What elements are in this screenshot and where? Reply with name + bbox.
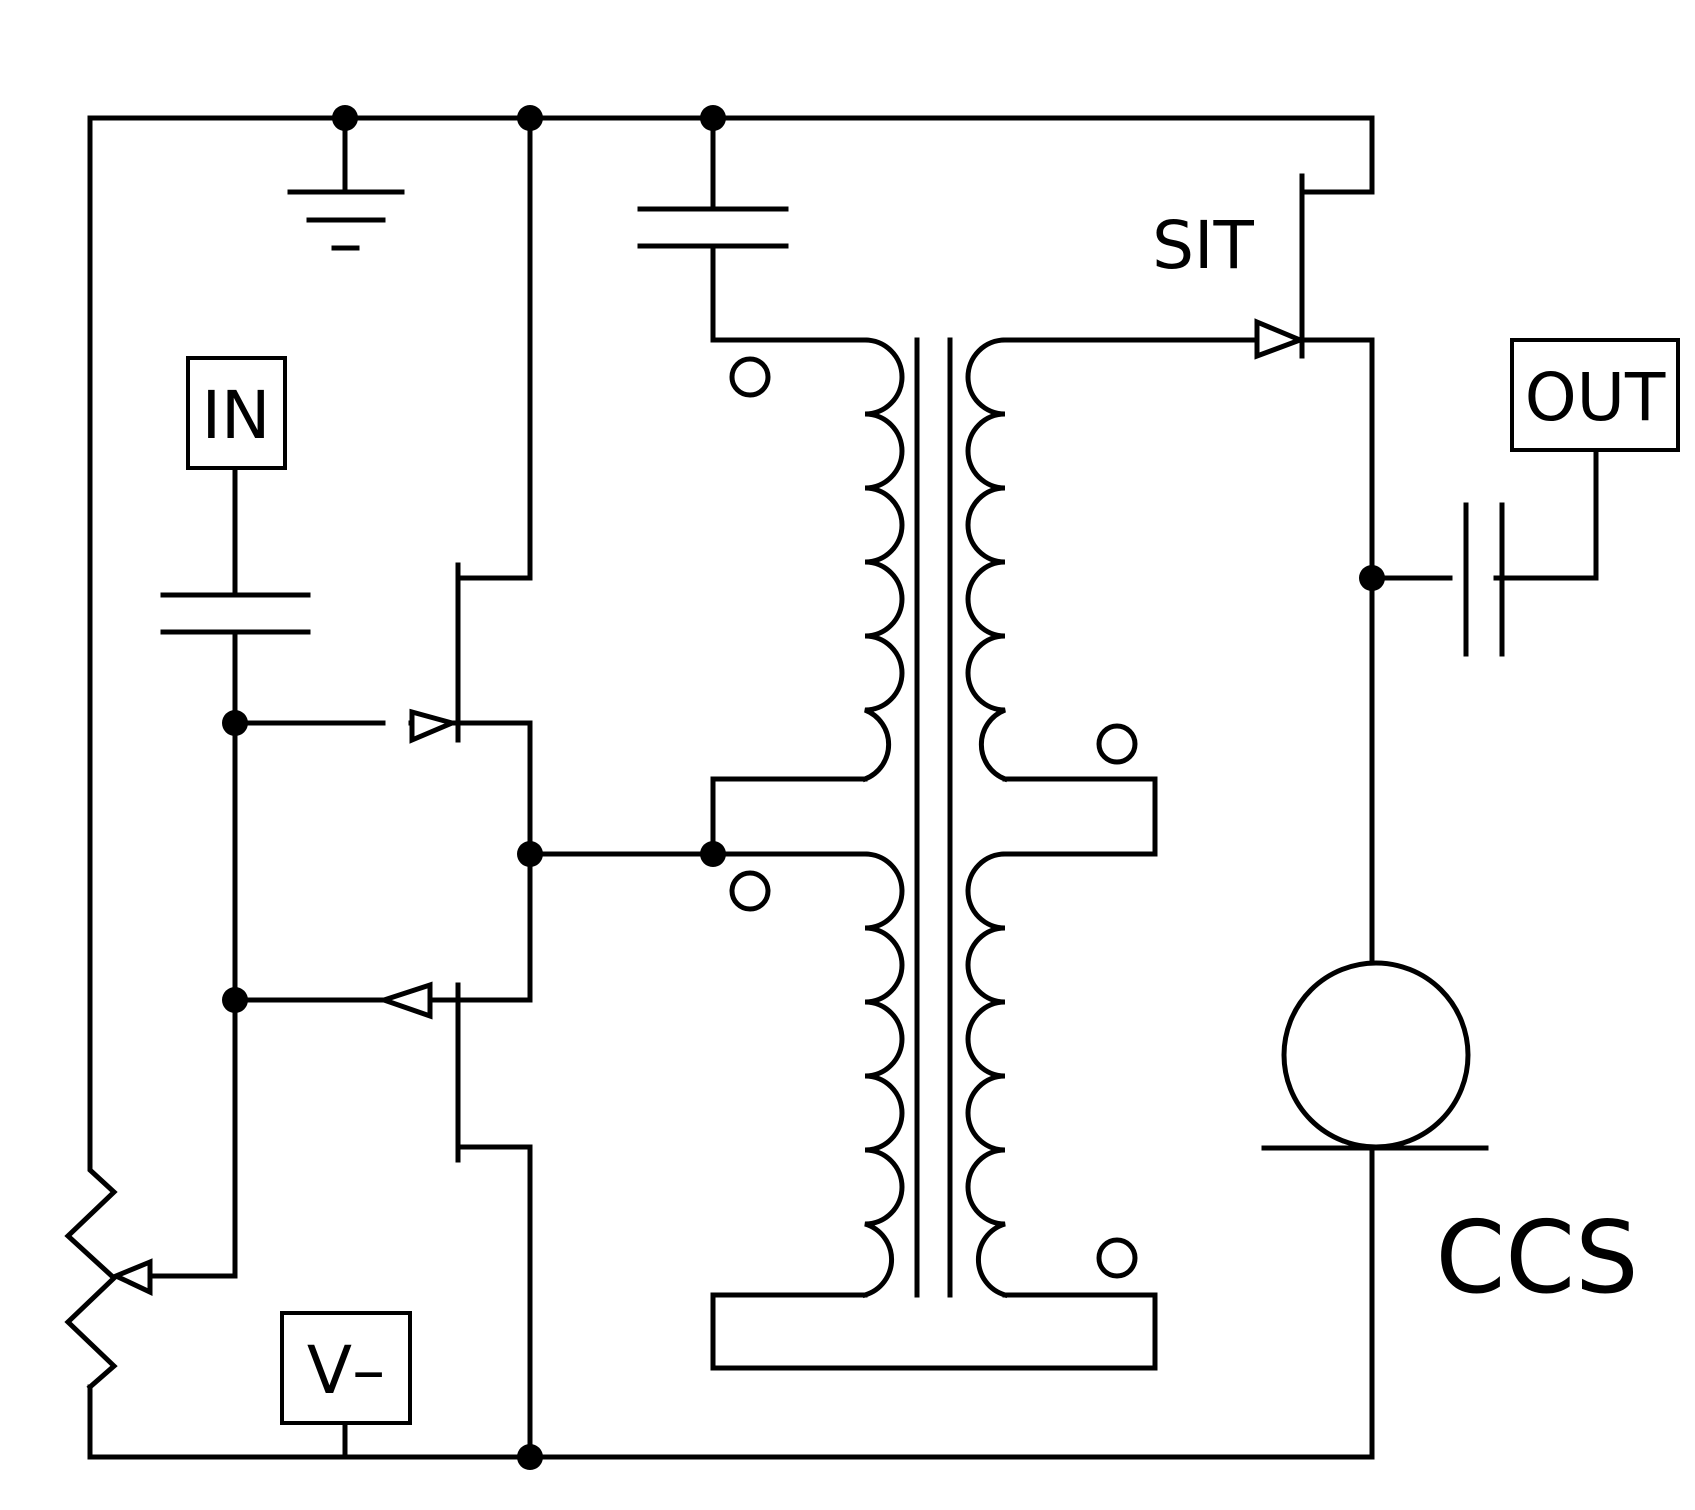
junction-dot: [517, 841, 543, 867]
junction-dot: [700, 841, 726, 867]
junction-dot: [332, 105, 358, 131]
junction-dot: [700, 105, 726, 131]
primary-upper-winding: [861, 337, 905, 783]
ground-symbol: [287, 189, 405, 251]
secondary-upper-winding: [965, 337, 1009, 783]
lower-jfet-drain-wire: [455, 1144, 533, 1460]
junction-dot: [222, 987, 248, 1013]
input-label: IN: [186, 356, 287, 470]
constant-current-source: [1261, 960, 1489, 1151]
output-label: OUT: [1510, 338, 1680, 452]
upper-jfet-source-wire: [455, 720, 533, 1003]
top-rail: [87, 115, 1375, 195]
input-label-text: IN: [202, 377, 271, 454]
supply-label-text: V–: [307, 1332, 385, 1409]
wires: [87, 115, 1599, 1460]
phase-dot: [1096, 723, 1138, 765]
sit-source-wire: [1299, 337, 1375, 965]
secondary-lower-winding: [965, 851, 1009, 1299]
current-source-label: CCS: [1435, 1199, 1638, 1316]
primary-bottom-wire: [710, 1292, 1158, 1371]
junction-dot: [517, 1444, 543, 1470]
upper-jfet-drain-wire: [455, 115, 533, 581]
interstage-transformer: [729, 337, 1138, 1299]
junctions: [222, 105, 1385, 1470]
bias-potentiometer: [64, 1155, 153, 1391]
supply-label: V–: [280, 1311, 412, 1425]
output-coupling-capacitor: [1463, 502, 1505, 657]
secondary-middle-wire: [1002, 776, 1158, 857]
sit-transistor: [1225, 173, 1307, 360]
bypass-cap-bottom-lead: [710, 243, 868, 343]
phase-dot: [729, 870, 771, 912]
primary-lower-winding: [861, 851, 905, 1299]
junction-dot: [222, 710, 248, 736]
transistor-label: SIT: [1152, 207, 1254, 284]
upper-jfet: [408, 562, 461, 744]
input-coupling-capacitor: [160, 592, 311, 635]
output-lead: [1493, 447, 1599, 581]
lower-jfet: [375, 981, 461, 1163]
junction-dot: [1359, 565, 1385, 591]
phase-dot: [729, 356, 771, 398]
output-label-text: OUT: [1525, 359, 1666, 436]
junction-dot: [517, 105, 543, 131]
supply-bypass-capacitor: [637, 206, 789, 249]
phase-dot: [1096, 1237, 1138, 1279]
gate-bus: [147, 629, 238, 1279]
